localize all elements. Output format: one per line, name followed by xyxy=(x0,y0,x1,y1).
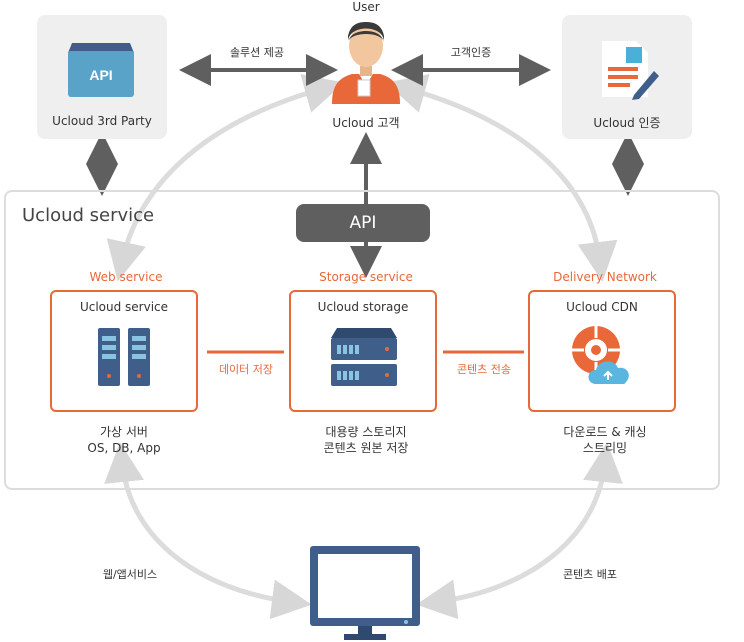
web-description: 가상 서버 OS, DB, App xyxy=(44,424,204,456)
link-label-content-transfer: 콘텐츠 전송 xyxy=(456,363,512,376)
link-label-data-store: 데이터 저장 xyxy=(218,363,274,376)
user-caption: Ucloud 고객 xyxy=(332,116,400,130)
server-rack-icon xyxy=(98,328,150,386)
cdn-box-title: Ucloud CDN xyxy=(566,300,638,314)
cdn-desc-line2: 스트리밍 xyxy=(582,441,628,455)
link-label-auth: 고객인증 xyxy=(450,46,492,59)
cdn-disc-cloud-icon xyxy=(572,326,629,384)
cdn-service-box: Ucloud CDN xyxy=(528,290,676,412)
ucloud-service-frame xyxy=(4,190,720,490)
cdn-description: 다운로드 & 캐싱 스트리밍 xyxy=(525,424,685,456)
user-avatar-icon xyxy=(332,22,400,104)
storage-desc-line2: 콘텐츠 원본 저장 xyxy=(323,441,409,455)
web-service-box: Ucloud service xyxy=(50,290,198,412)
third-party-card: API Ucloud 3rd Party xyxy=(37,15,167,139)
web-desc-line2: OS, DB, App xyxy=(87,441,161,455)
link-label-solution: 솔루션 제공 xyxy=(229,46,285,59)
api-gateway: API xyxy=(296,204,430,242)
api-folder-icon: API xyxy=(68,43,134,97)
category-delivery: Delivery Network xyxy=(553,270,657,284)
storage-disk-icon xyxy=(331,328,397,386)
storage-box-title: Ucloud storage xyxy=(317,300,409,314)
storage-description: 대용량 스토리지 콘텐츠 원본 저장 xyxy=(286,424,446,456)
category-web: Web service xyxy=(89,270,163,284)
cdn-desc-line1: 다운로드 & 캐싱 xyxy=(563,425,647,439)
arc-web-monitor xyxy=(104,442,312,620)
auth-label: Ucloud 인증 xyxy=(593,116,661,130)
document-edit-icon xyxy=(602,41,659,100)
link-label-content-deploy: 콘텐츠 배포 xyxy=(562,568,618,581)
arc-user-cdn xyxy=(385,74,618,282)
service-title: Ucloud service xyxy=(22,205,155,226)
arc-cdn-monitor xyxy=(416,442,623,620)
auth-card: Ucloud 인증 xyxy=(562,15,692,139)
storage-service-box: Ucloud storage xyxy=(289,290,437,412)
web-desc-line1: 가상 서버 xyxy=(100,425,148,439)
api-folder-text: API xyxy=(89,67,112,83)
third-party-label: Ucloud 3rd Party xyxy=(52,114,152,128)
web-box-title: Ucloud service xyxy=(79,300,169,314)
category-storage: Storage service xyxy=(319,270,413,284)
link-label-web-app: 웹/앱서비스 xyxy=(102,568,158,581)
monitor-icon xyxy=(310,546,420,640)
user-title: User xyxy=(352,0,380,14)
arc-user-web xyxy=(106,74,345,282)
storage-desc-line1: 대용량 스토리지 xyxy=(325,425,407,439)
